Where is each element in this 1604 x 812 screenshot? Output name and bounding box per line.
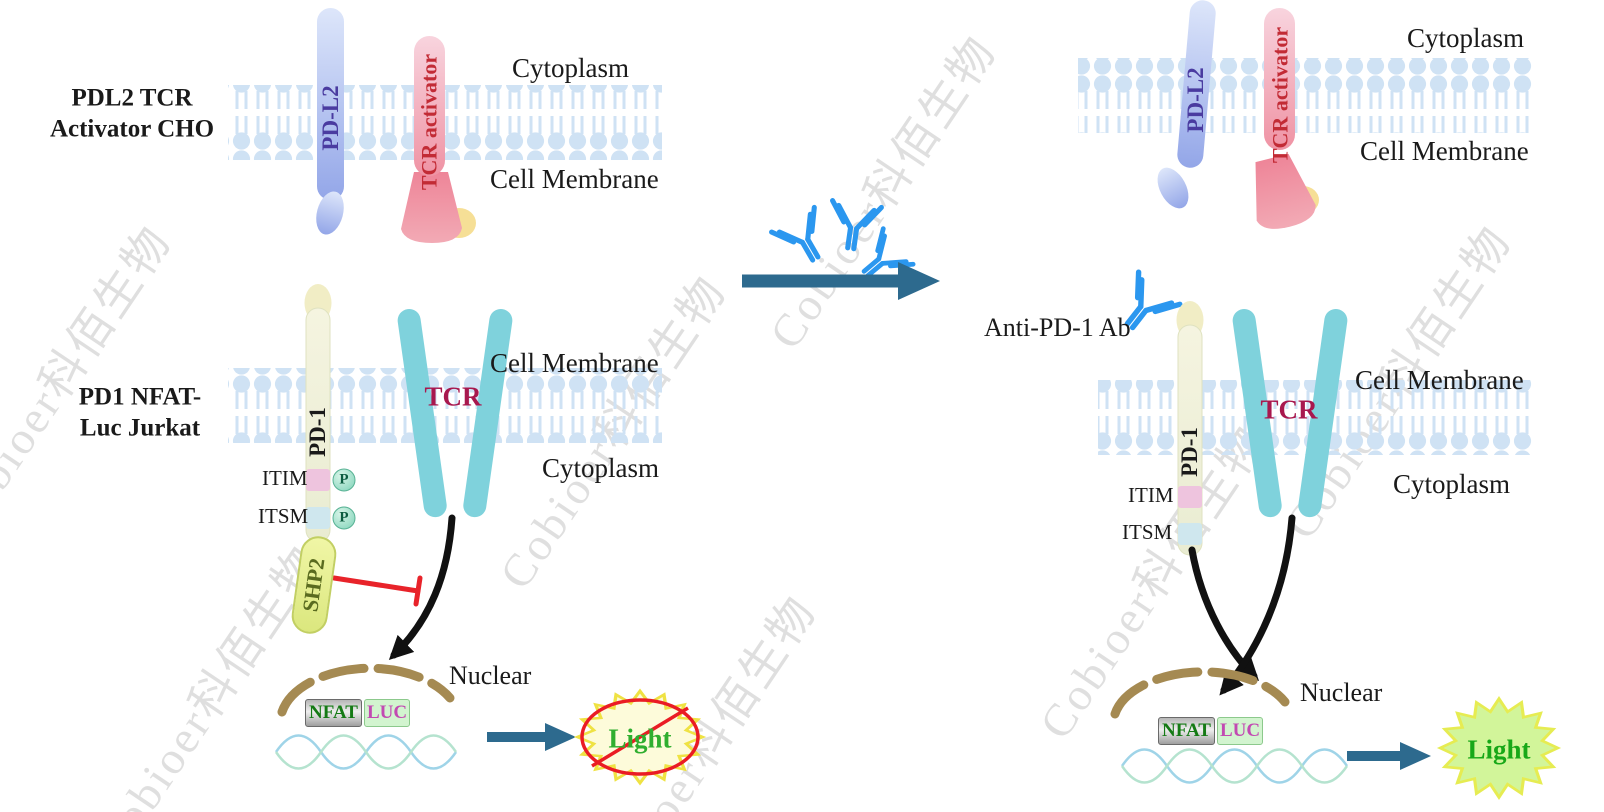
pdl2-receptor-right bbox=[1157, 0, 1216, 209]
nuclear-label-left: Nuclear bbox=[449, 661, 532, 690]
luc-box-right: LUC bbox=[1217, 717, 1263, 745]
pd1-receptor-right bbox=[1176, 301, 1204, 556]
treatment-arrow bbox=[742, 262, 940, 300]
result-arrow-right bbox=[1347, 742, 1431, 770]
phospho-circle-itim: P bbox=[332, 468, 356, 492]
result-arrow-left bbox=[487, 723, 576, 751]
itim-label-right: ITIM bbox=[1128, 483, 1174, 507]
nfat-box-left: NFAT bbox=[305, 699, 362, 727]
tcr-signal-arrow-left bbox=[388, 514, 456, 660]
label-cytoplasm-top-left: Cytoplasm bbox=[512, 53, 630, 83]
light-label-right: Light bbox=[1467, 734, 1531, 765]
shp2-inhibition-tbar bbox=[331, 575, 423, 607]
tcr-activator-label-right: TCR activator bbox=[1267, 26, 1293, 164]
pdl2-label-right: PD-L2 bbox=[1182, 67, 1208, 133]
nuclear-label-right: Nuclear bbox=[1300, 678, 1383, 707]
pd1-label-right: PD-1 bbox=[1176, 427, 1202, 477]
nuclear-envelope-left bbox=[277, 663, 455, 717]
label-jurkat-cell-left: PD1 NFAT- Luc Jurkat bbox=[78, 383, 202, 442]
shp2-label: SHP2 bbox=[297, 556, 330, 614]
tcr-activator-label-left: TCR activator bbox=[416, 53, 442, 191]
itim-label-left: ITIM bbox=[262, 466, 308, 490]
pd1-label-left: PD-1 bbox=[304, 407, 330, 457]
dna-helix-left bbox=[274, 734, 458, 770]
label-cell-membrane-mid-right: Cell Membrane bbox=[1355, 365, 1524, 395]
tcr-label-left: TCR bbox=[424, 381, 482, 412]
label-cell-membrane-mid-left: Cell Membrane bbox=[490, 348, 659, 378]
prohibition-sign bbox=[580, 698, 700, 776]
label-cho-cell-left: PDL2 TCR Activator CHO bbox=[49, 84, 215, 143]
pdl2-receptor-left bbox=[316, 8, 344, 235]
pdl2-label-left: PD-L2 bbox=[317, 85, 343, 151]
itim-domain-right bbox=[1178, 486, 1202, 508]
itim-domain-left bbox=[306, 469, 330, 491]
pd1-receptor-left bbox=[304, 284, 332, 543]
label-cytoplasm-mid-right: Cytoplasm bbox=[1393, 469, 1511, 499]
dna-helix-right bbox=[1120, 748, 1349, 784]
label-cell-membrane-top-left: Cell Membrane bbox=[490, 164, 659, 194]
itsm-domain-right bbox=[1178, 523, 1202, 545]
tcr-label-right: TCR bbox=[1260, 394, 1318, 425]
tcr-signal-arrow-right bbox=[1219, 514, 1296, 696]
nuclear-envelope-right bbox=[1110, 667, 1290, 719]
phospho-circle-itsm: P bbox=[332, 506, 356, 530]
nfat-box-right: NFAT bbox=[1158, 717, 1215, 745]
luc-box-left: LUC bbox=[364, 699, 410, 727]
tcr-activator-receptor-left bbox=[401, 36, 476, 243]
itsm-domain-left bbox=[306, 507, 330, 529]
itsm-label-right: ITSM bbox=[1122, 520, 1173, 544]
label-cell-membrane-top-right: Cell Membrane bbox=[1360, 136, 1529, 166]
cell-membrane-cho-right bbox=[1078, 58, 1532, 133]
cell-membrane-jurkat-left bbox=[228, 368, 662, 443]
light-label-left: Light bbox=[608, 723, 672, 754]
label-cytoplasm-top-right: Cytoplasm bbox=[1407, 23, 1525, 53]
anti-pd1-ab-label: Anti-PD-1 Ab bbox=[984, 313, 1131, 342]
label-cytoplasm-mid-left: Cytoplasm bbox=[542, 453, 660, 483]
itsm-label-left: ITSM bbox=[258, 504, 309, 528]
tcr-activator-receptor-right bbox=[1242, 8, 1320, 235]
